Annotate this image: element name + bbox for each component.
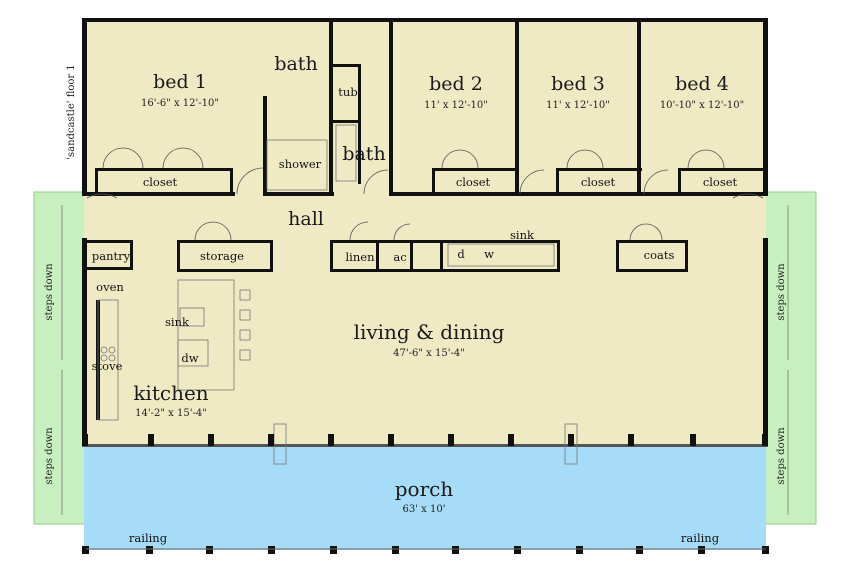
steps-right bbox=[763, 191, 817, 525]
pantry-label: pantry bbox=[92, 249, 131, 263]
steps-left bbox=[33, 191, 87, 525]
ac-label: ac bbox=[393, 250, 406, 264]
bed2-size: 11' x 12'-10" bbox=[424, 100, 488, 111]
railing-right-label: railing bbox=[681, 531, 720, 545]
storage-label: storage bbox=[200, 249, 244, 263]
bath-a-title: bath bbox=[274, 53, 317, 75]
kitchen-title: kitchen bbox=[133, 381, 208, 405]
floor-area bbox=[84, 20, 766, 446]
bed4-size: 10'-10" x 12'-10" bbox=[660, 100, 744, 111]
closet1-label: closet bbox=[143, 175, 178, 189]
porch-title: porch bbox=[395, 477, 454, 501]
bed3-size: 11' x 12'-10" bbox=[546, 100, 610, 111]
bed1-title: bed 1 bbox=[153, 71, 207, 93]
floor-label: 'sandcastle' floor 1 bbox=[66, 64, 77, 159]
dw-label: dw bbox=[181, 351, 198, 365]
dryer-label: d bbox=[457, 247, 465, 261]
tub-label: tub bbox=[338, 85, 357, 99]
coats-label: coats bbox=[644, 248, 675, 262]
laundry-sink-label: sink bbox=[510, 228, 535, 242]
bed4-title: bed 4 bbox=[675, 73, 729, 95]
railing-left-label: railing bbox=[129, 531, 168, 545]
porch-area bbox=[84, 446, 766, 550]
steps-label-right-top: steps down bbox=[776, 263, 787, 321]
hall-title: hall bbox=[288, 208, 324, 230]
washer-label: w bbox=[484, 247, 494, 261]
linen-label: linen bbox=[346, 250, 376, 264]
kitchen-size: 14'-2" x 15'-4" bbox=[135, 408, 207, 419]
kitchen-sink-label: sink bbox=[165, 315, 190, 329]
closet3-label: closet bbox=[581, 175, 616, 189]
living-size: 47'-6" x 15'-4" bbox=[393, 348, 465, 359]
bath-b-title: bath bbox=[342, 143, 385, 165]
bed3-title: bed 3 bbox=[551, 73, 605, 95]
steps-label-left-bottom: steps down bbox=[44, 427, 55, 485]
steps-label-right-bottom: steps down bbox=[776, 427, 787, 485]
shower-label: shower bbox=[279, 157, 322, 171]
stove-label: stove bbox=[92, 359, 123, 373]
closet4-label: closet bbox=[703, 175, 738, 189]
steps-label-left-top: steps down bbox=[44, 263, 55, 321]
bed1-size: 16'-6" x 12'-10" bbox=[141, 98, 219, 109]
porch-size: 63' x 10' bbox=[403, 504, 446, 515]
bed2-title: bed 2 bbox=[429, 73, 483, 95]
closet2-label: closet bbox=[456, 175, 491, 189]
living-title: living & dining bbox=[354, 320, 505, 344]
oven-label: oven bbox=[96, 280, 124, 294]
